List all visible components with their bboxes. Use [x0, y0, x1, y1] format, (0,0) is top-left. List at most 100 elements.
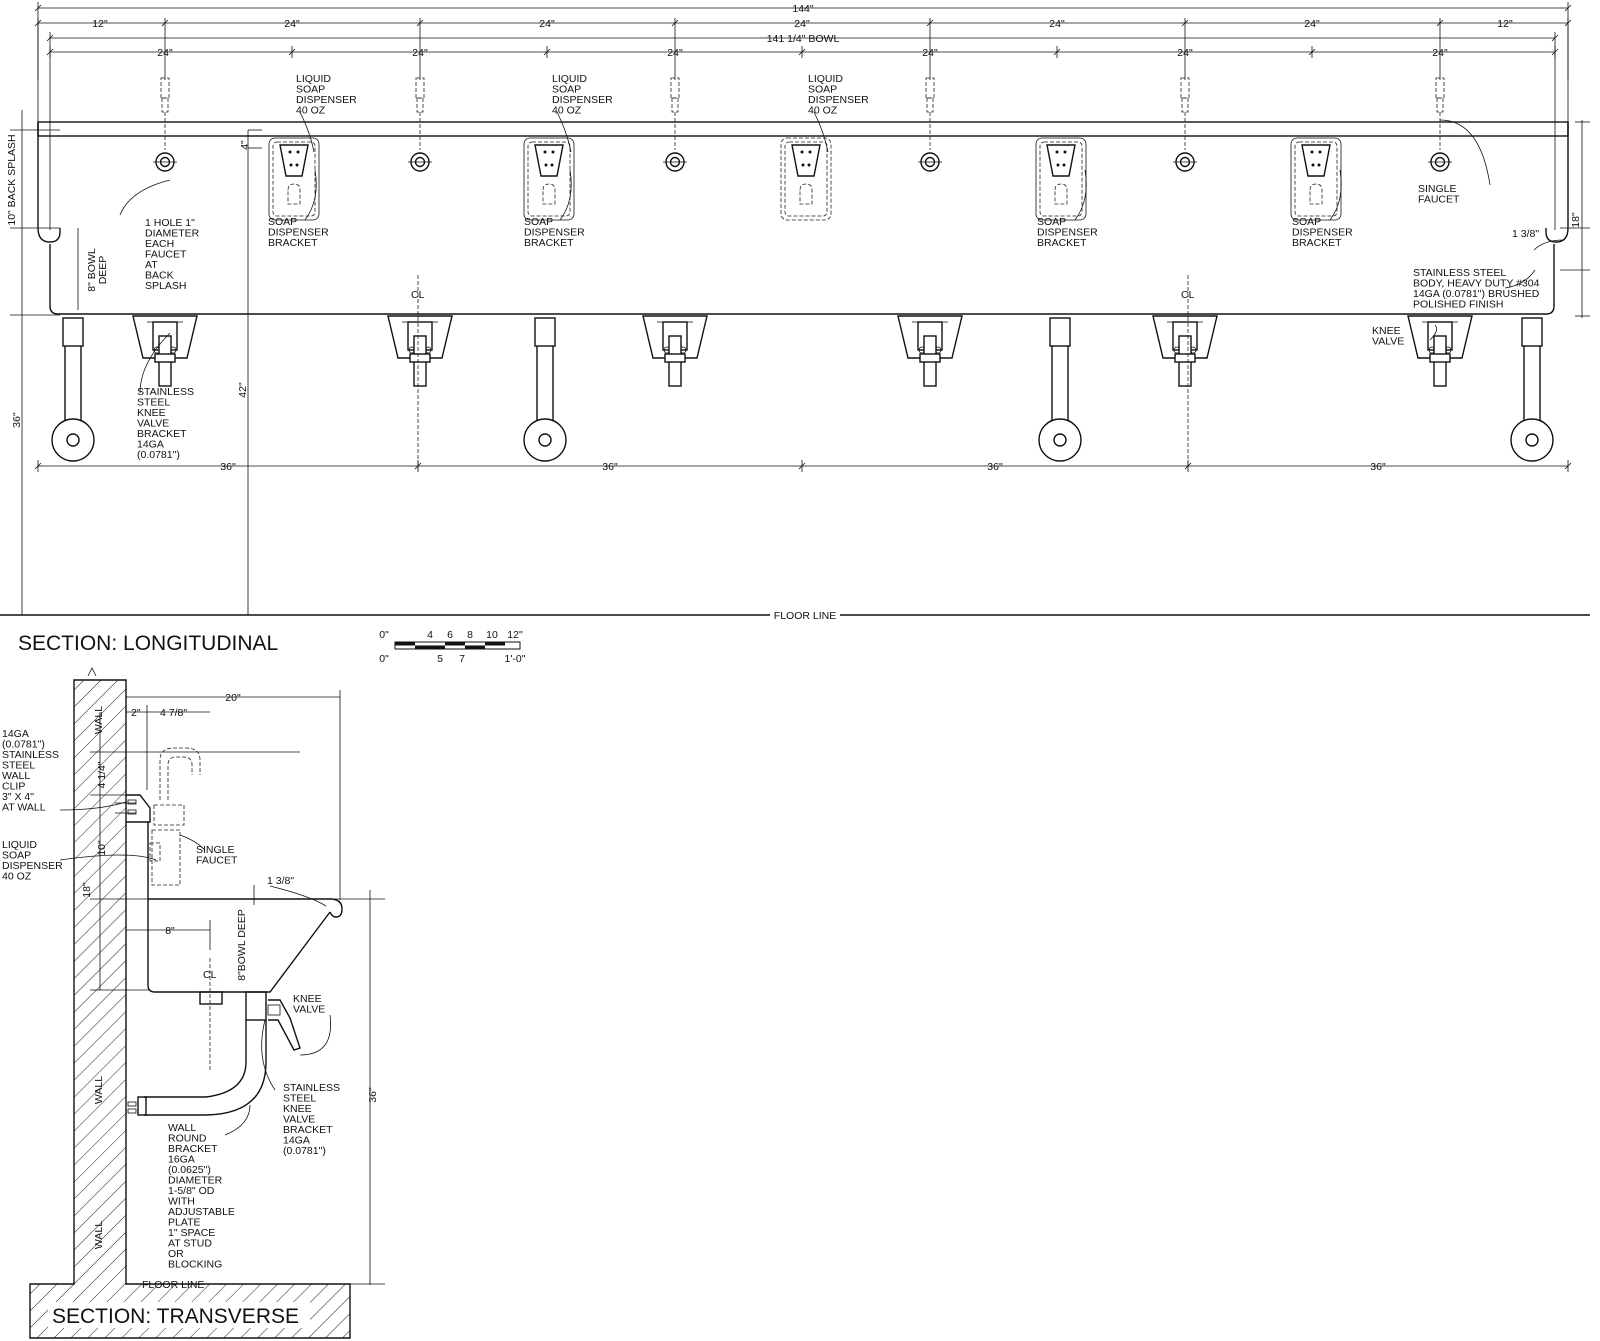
t-note-knee-valve: KNEE: [293, 993, 322, 1005]
dim-lip: 1 3/8": [1512, 228, 1539, 240]
floor-line: FLOOR LINE: [0, 610, 1590, 622]
knee-valve: [132, 315, 198, 387]
note-soap-dispenser: DISPENSER: [808, 94, 869, 106]
note-faucet-hole: 1 HOLE 1": [145, 217, 195, 229]
note-soap-bracket: BRACKET: [524, 237, 574, 249]
note-faucet-hole: AT: [145, 259, 158, 271]
leg: [1510, 317, 1554, 462]
note-soap-bracket: DISPENSER: [1292, 227, 1353, 239]
dim-36: 36": [11, 412, 23, 428]
t-note-soap-dispenser: SOAP: [2, 850, 31, 862]
t-note-wall-bracket: 16GA: [168, 1154, 195, 1166]
knee-valve: [1152, 315, 1218, 387]
dim-spacing-faucet: 24": [1177, 47, 1193, 59]
t-floor-line-label: FLOOR LINE: [142, 1279, 204, 1291]
t-note-wall-clip: 14GA: [2, 728, 29, 740]
t-note-wall-bracket: (0.0625"): [168, 1164, 211, 1176]
knee-valve: [897, 315, 963, 387]
t-note-wall-clip: 3" X 4": [2, 791, 34, 803]
note-soap-dispenser: SOAP: [808, 84, 837, 96]
note-faucet-hole: BACK: [145, 270, 174, 282]
note-soap-dispenser: SOAP: [552, 84, 581, 96]
t-note-knee-bracket: 14GA: [283, 1135, 310, 1147]
dim-bowl-deep-line: 8" BOWL: [86, 248, 98, 292]
centerline-symbol-1: CL: [411, 289, 425, 301]
leg: [51, 317, 95, 462]
t-note-wall-clip: CLIP: [2, 781, 25, 793]
dim-spacing-faucet: 24": [157, 47, 173, 59]
transverse-faucet: [149, 747, 201, 886]
dim-leg-spacing: 36": [1370, 461, 1386, 473]
soap-dispenser: [268, 137, 320, 221]
scale-top-label: 8: [467, 629, 473, 641]
dim-leg-spacing: 36": [602, 461, 618, 473]
leader-lines: [119, 111, 1565, 394]
t-note-wall-bracket: BRACKET: [168, 1143, 218, 1155]
t-note-soap-dispenser: LIQUID: [2, 839, 37, 851]
dim-spacing-top: 24": [1049, 18, 1065, 30]
dim-bowl-deep-line: DEEP: [97, 256, 109, 285]
note-body: BODY, HEAVY DUTY #304: [1413, 278, 1540, 290]
dim-18: 18": [1570, 212, 1582, 228]
note-knee-bracket: STEEL: [137, 397, 170, 409]
knee-valve: [1407, 315, 1473, 387]
note-knee-bracket: (0.0781"): [137, 449, 180, 461]
t-note-wall-clip: WALL: [2, 770, 30, 782]
note-faucet-hole: EACH: [145, 238, 174, 250]
t-dim-faucet-height: 4 1/4": [96, 761, 108, 788]
dim-four: 4": [239, 140, 251, 150]
dim-spacing-top: 24": [539, 18, 555, 30]
t-note-soap-dispenser: 40 OZ: [2, 871, 32, 883]
t-note-wall-bracket: PLATE: [168, 1217, 200, 1229]
dim-overall: 144": [792, 3, 814, 15]
note-soap-bracket: BRACKET: [1037, 237, 1087, 249]
note-knee-valve: KNEE: [1372, 325, 1401, 337]
note-faucet-hole: FAUCET: [145, 249, 187, 261]
transverse-title: SECTION: TRANSVERSE: [52, 1305, 299, 1328]
note-soap-dispenser: LIQUID: [808, 73, 843, 85]
soap-dispenser: [780, 137, 832, 221]
note-soap-bracket: DISPENSER: [268, 227, 329, 239]
faucet: [663, 77, 687, 172]
t-dim-bowl-offset: 8": [165, 925, 175, 937]
note-soap-dispenser: 40 OZ: [552, 105, 582, 117]
scale-bottom-label: 5: [437, 653, 443, 665]
dim-spacing-top: 24": [794, 18, 810, 30]
legs: [51, 317, 1554, 462]
note-soap-dispenser: DISPENSER: [296, 94, 357, 106]
t-note-wall-bracket: 1-5/8" OD: [168, 1185, 215, 1197]
dim-leg-spacing: 36": [220, 461, 236, 473]
longitudinal-title: SECTION: LONGITUDINAL: [18, 632, 278, 655]
t-note-single-faucet: SINGLE: [196, 844, 235, 856]
note-knee-bracket: BRACKET: [137, 428, 187, 440]
sink-body: [37, 121, 1569, 315]
dim-end-left: 12": [92, 18, 108, 30]
scale-top-label: 0": [379, 629, 389, 641]
note-single-faucet: SINGLE: [1418, 183, 1457, 195]
dim-spacing-faucet: 24": [922, 47, 938, 59]
note-knee-valve: VALVE: [1372, 336, 1404, 348]
note-soap-dispenser: LIQUID: [296, 73, 331, 85]
dim-backsplash: 10" BACK SPLASH: [6, 134, 18, 225]
scale-top-label: 12": [507, 629, 523, 641]
wall-clip: [115, 794, 151, 823]
note-soap-bracket: SOAP: [524, 216, 553, 228]
scale-bottom-label: 0": [379, 653, 389, 665]
t-note-knee-bracket: VALVE: [283, 1114, 315, 1126]
note-soap-bracket: DISPENSER: [524, 227, 585, 239]
faucet: [918, 77, 942, 172]
t-note-wall-clip: STAINLESS: [2, 749, 59, 761]
note-knee-bracket: KNEE: [137, 407, 166, 419]
t-note-wall-bracket: OR: [168, 1248, 184, 1260]
knee-valve: [387, 315, 453, 387]
note-soap-bracket: SOAP: [1037, 216, 1066, 228]
t-note-wall-bracket: ADJUSTABLE: [168, 1206, 235, 1218]
scale-bottom-label: 1'-0": [505, 653, 526, 665]
faucet: [153, 77, 177, 172]
faucet: [1428, 77, 1452, 172]
soap-dispensers: [268, 137, 1342, 221]
dimension-labels: 144" 12" 12" 141 1/4" BOWL 24"24"24"24"2…: [6, 3, 1582, 473]
t-dim-lip: 1 3/8": [267, 875, 294, 887]
knee-valves: [132, 315, 1473, 387]
note-soap-dispenser: 40 OZ: [296, 105, 326, 117]
